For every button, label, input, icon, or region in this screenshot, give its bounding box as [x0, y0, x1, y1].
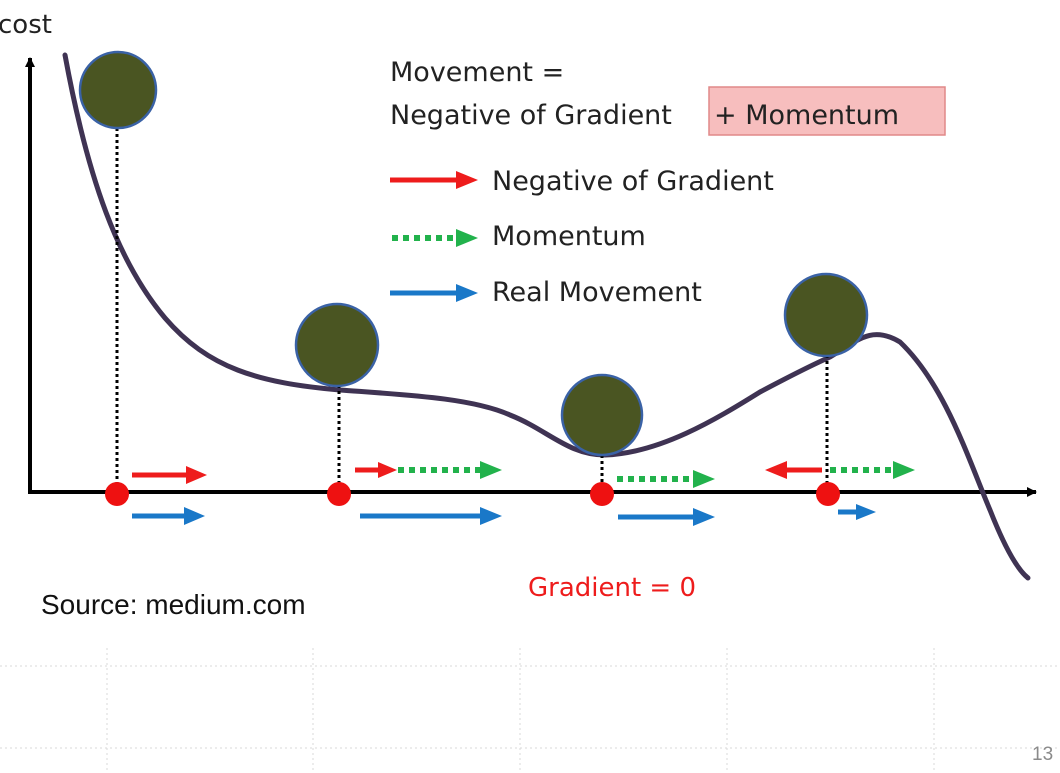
legend-label: Real Movement	[492, 277, 702, 308]
green-dotted-arrow-icon	[392, 229, 478, 247]
y-axis-label: cost	[0, 10, 52, 40]
blue-arrow-icon	[360, 507, 502, 525]
axis-point-4	[816, 482, 840, 506]
red-arrow-icon	[355, 462, 397, 478]
formula-line-1: Movement =	[390, 57, 564, 88]
green-dotted-arrow-icon	[617, 470, 715, 488]
balls	[78, 50, 869, 457]
ball-4	[783, 272, 869, 358]
axis-point-1	[105, 482, 129, 506]
axis-point-2	[327, 482, 351, 506]
legend-item-real-movement: Real Movement	[390, 277, 702, 308]
legend: Negative of Gradient Momentum Real Movem…	[390, 166, 774, 308]
blue-arrow-icon	[390, 284, 478, 302]
formula: Movement = Negative of Gradient + Moment…	[390, 57, 946, 136]
formula-line-2: Negative of Gradient	[390, 100, 672, 131]
red-arrow-icon	[132, 466, 207, 484]
axis-point-3	[590, 482, 614, 506]
gradient-zero-annotation: Gradient = 0	[528, 573, 696, 603]
axis-points	[105, 482, 840, 506]
momentum-highlight-box	[708, 86, 946, 136]
blue-arrow-icon	[132, 507, 205, 525]
green-dotted-arrow-icon	[398, 461, 502, 479]
ball-3	[560, 373, 644, 457]
red-arrow-icon	[765, 461, 822, 479]
red-arrow-icon	[390, 171, 478, 189]
green-dotted-arrow-icon	[830, 461, 915, 479]
legend-label: Momentum	[492, 221, 646, 252]
momentum-highlight-text: + Momentum	[714, 100, 899, 131]
legend-label: Negative of Gradient	[492, 166, 774, 197]
axes: cost	[0, 10, 1037, 497]
ball-2	[294, 302, 380, 388]
legend-item-momentum: Momentum	[392, 221, 646, 252]
ball-1	[78, 50, 158, 130]
blue-arrow-icon	[618, 508, 715, 526]
legend-item-negative-gradient: Negative of Gradient	[390, 166, 774, 197]
slide-grid	[0, 648, 1060, 773]
drop-lines	[115, 128, 829, 490]
movement-arrows	[132, 461, 915, 526]
page-number: 13	[1032, 744, 1053, 765]
blue-arrow-icon	[838, 504, 876, 520]
source-caption: Source: medium.com	[41, 589, 306, 620]
